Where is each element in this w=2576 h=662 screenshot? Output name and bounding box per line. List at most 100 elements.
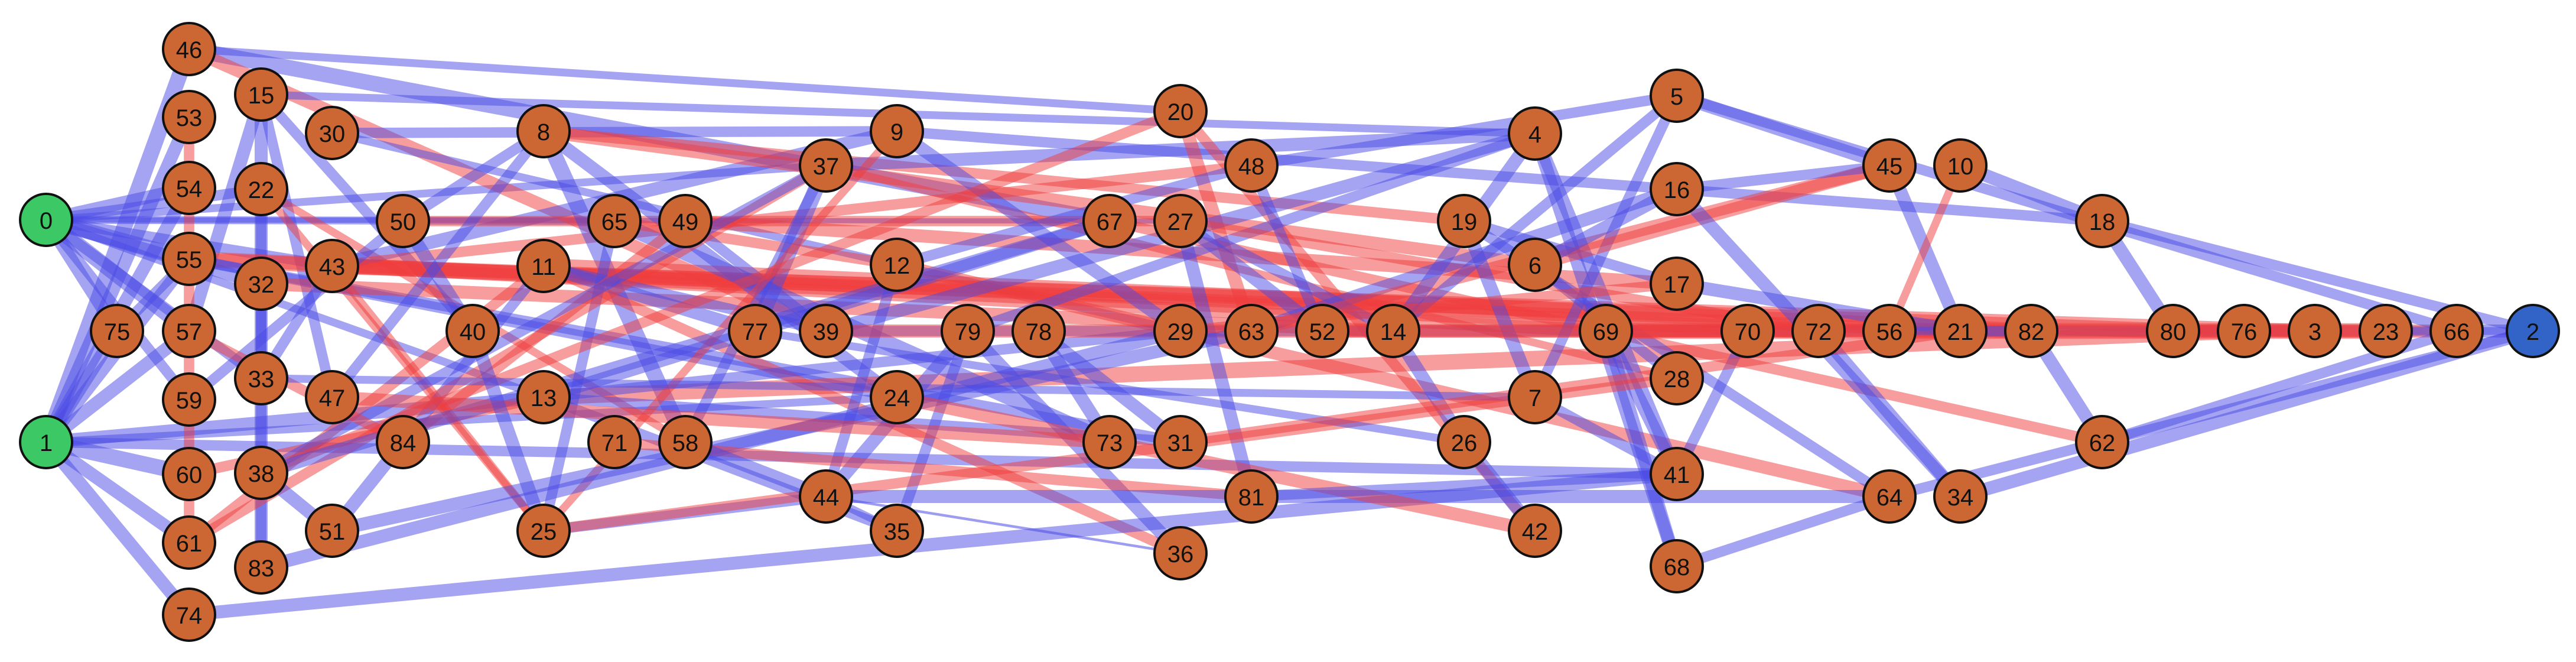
node-label: 23 [2373, 319, 2399, 345]
node-11[interactable]: 11 [516, 239, 571, 293]
node-79[interactable]: 79 [941, 304, 995, 358]
node-83[interactable]: 83 [234, 540, 288, 595]
node-80[interactable]: 80 [2146, 304, 2200, 358]
node-19[interactable]: 19 [1437, 194, 1491, 248]
node-65[interactable]: 65 [587, 194, 642, 248]
node-9[interactable]: 9 [870, 104, 924, 158]
node-52[interactable]: 52 [1295, 304, 1349, 358]
node-circle [799, 469, 853, 524]
node-73[interactable]: 73 [1082, 415, 1137, 469]
node-22[interactable]: 22 [234, 162, 288, 216]
node-81[interactable]: 81 [1224, 469, 1279, 524]
node-24[interactable]: 24 [870, 370, 924, 424]
node-59[interactable]: 59 [162, 372, 216, 427]
node-70[interactable]: 70 [1720, 304, 1775, 358]
node-77[interactable]: 77 [728, 304, 782, 358]
node-76[interactable]: 76 [2217, 304, 2271, 358]
node-10[interactable]: 10 [1933, 138, 1988, 193]
node-39[interactable]: 39 [799, 304, 853, 358]
node-66[interactable]: 66 [2429, 304, 2484, 358]
edge-12-48 [892, 160, 1257, 270]
node-42[interactable]: 42 [1508, 504, 1562, 558]
node-72[interactable]: 72 [1791, 304, 1846, 358]
node-60[interactable]: 60 [162, 447, 216, 501]
node-61[interactable]: 61 [162, 515, 216, 570]
node-44[interactable]: 44 [799, 469, 853, 524]
node-31[interactable]: 31 [1153, 415, 1208, 469]
node-27[interactable]: 27 [1153, 194, 1208, 248]
node-circle [162, 372, 216, 427]
node-63[interactable]: 63 [1224, 304, 1279, 358]
node-71[interactable]: 71 [587, 415, 642, 469]
node-circle [162, 304, 216, 358]
node-84[interactable]: 84 [376, 415, 430, 469]
node-53[interactable]: 53 [162, 90, 216, 144]
node-21[interactable]: 21 [1933, 304, 1988, 358]
node-36[interactable]: 36 [1153, 526, 1208, 580]
node-47[interactable]: 47 [305, 370, 359, 424]
node-13[interactable]: 13 [516, 370, 571, 424]
node-30[interactable]: 30 [305, 106, 359, 160]
node-74[interactable]: 74 [162, 588, 216, 642]
node-56[interactable]: 56 [1862, 304, 1917, 358]
node-circle [1153, 304, 1208, 358]
node-58[interactable]: 58 [658, 415, 713, 469]
edge-9-29 [890, 125, 1187, 338]
node-26[interactable]: 26 [1437, 415, 1491, 469]
node-4[interactable]: 4 [1508, 106, 1562, 161]
edge-10-56 [1885, 161, 1964, 335]
node-circle [1650, 447, 1704, 501]
node-14[interactable]: 14 [1366, 304, 1420, 358]
node-circle [516, 104, 571, 158]
node-label: 46 [176, 37, 203, 63]
node-75[interactable]: 75 [90, 304, 144, 358]
node-38[interactable]: 38 [234, 446, 288, 500]
node-55[interactable]: 55 [162, 232, 216, 286]
node-0[interactable]: 0 [19, 193, 73, 247]
node-17[interactable]: 17 [1650, 257, 1704, 311]
node-49[interactable]: 49 [658, 194, 713, 248]
node-8[interactable]: 8 [516, 104, 571, 158]
node-57[interactable]: 57 [162, 304, 216, 358]
node-1[interactable]: 1 [19, 415, 73, 469]
node-82[interactable]: 82 [2004, 304, 2058, 358]
node-2[interactable]: 2 [2506, 304, 2560, 358]
node-48[interactable]: 48 [1224, 138, 1279, 193]
node-label: 67 [1097, 209, 1123, 235]
node-33[interactable]: 33 [234, 351, 288, 405]
node-5[interactable]: 5 [1650, 69, 1704, 123]
node-40[interactable]: 40 [445, 304, 500, 358]
node-32[interactable]: 32 [234, 257, 288, 311]
node-7[interactable]: 7 [1508, 370, 1562, 424]
node-label: 43 [319, 254, 346, 280]
node-3[interactable]: 3 [2288, 304, 2342, 358]
node-25[interactable]: 25 [516, 504, 571, 558]
node-29[interactable]: 29 [1153, 304, 1208, 358]
node-34[interactable]: 34 [1933, 469, 1988, 524]
node-23[interactable]: 23 [2359, 304, 2413, 358]
node-28[interactable]: 28 [1650, 351, 1704, 405]
node-78[interactable]: 78 [1011, 304, 1066, 358]
node-64[interactable]: 64 [1862, 469, 1917, 524]
node-35[interactable]: 35 [870, 504, 924, 558]
node-51[interactable]: 51 [305, 504, 359, 558]
node-69[interactable]: 69 [1579, 304, 1633, 358]
node-18[interactable]: 18 [2075, 194, 2129, 248]
node-15[interactable]: 15 [234, 67, 288, 122]
node-50[interactable]: 50 [376, 194, 430, 248]
node-41[interactable]: 41 [1650, 447, 1704, 501]
node-62[interactable]: 62 [2075, 415, 2129, 469]
node-20[interactable]: 20 [1153, 84, 1208, 138]
node-label: 60 [176, 462, 203, 488]
node-label: 41 [1664, 462, 1690, 488]
node-68[interactable]: 68 [1650, 539, 1704, 593]
node-16[interactable]: 16 [1650, 162, 1704, 216]
node-67[interactable]: 67 [1082, 194, 1137, 248]
node-37[interactable]: 37 [799, 138, 853, 193]
node-43[interactable]: 43 [305, 239, 359, 293]
node-54[interactable]: 54 [162, 161, 216, 215]
node-6[interactable]: 6 [1508, 238, 1562, 292]
node-46[interactable]: 46 [162, 22, 216, 76]
node-45[interactable]: 45 [1862, 138, 1917, 193]
node-12[interactable]: 12 [870, 238, 924, 292]
